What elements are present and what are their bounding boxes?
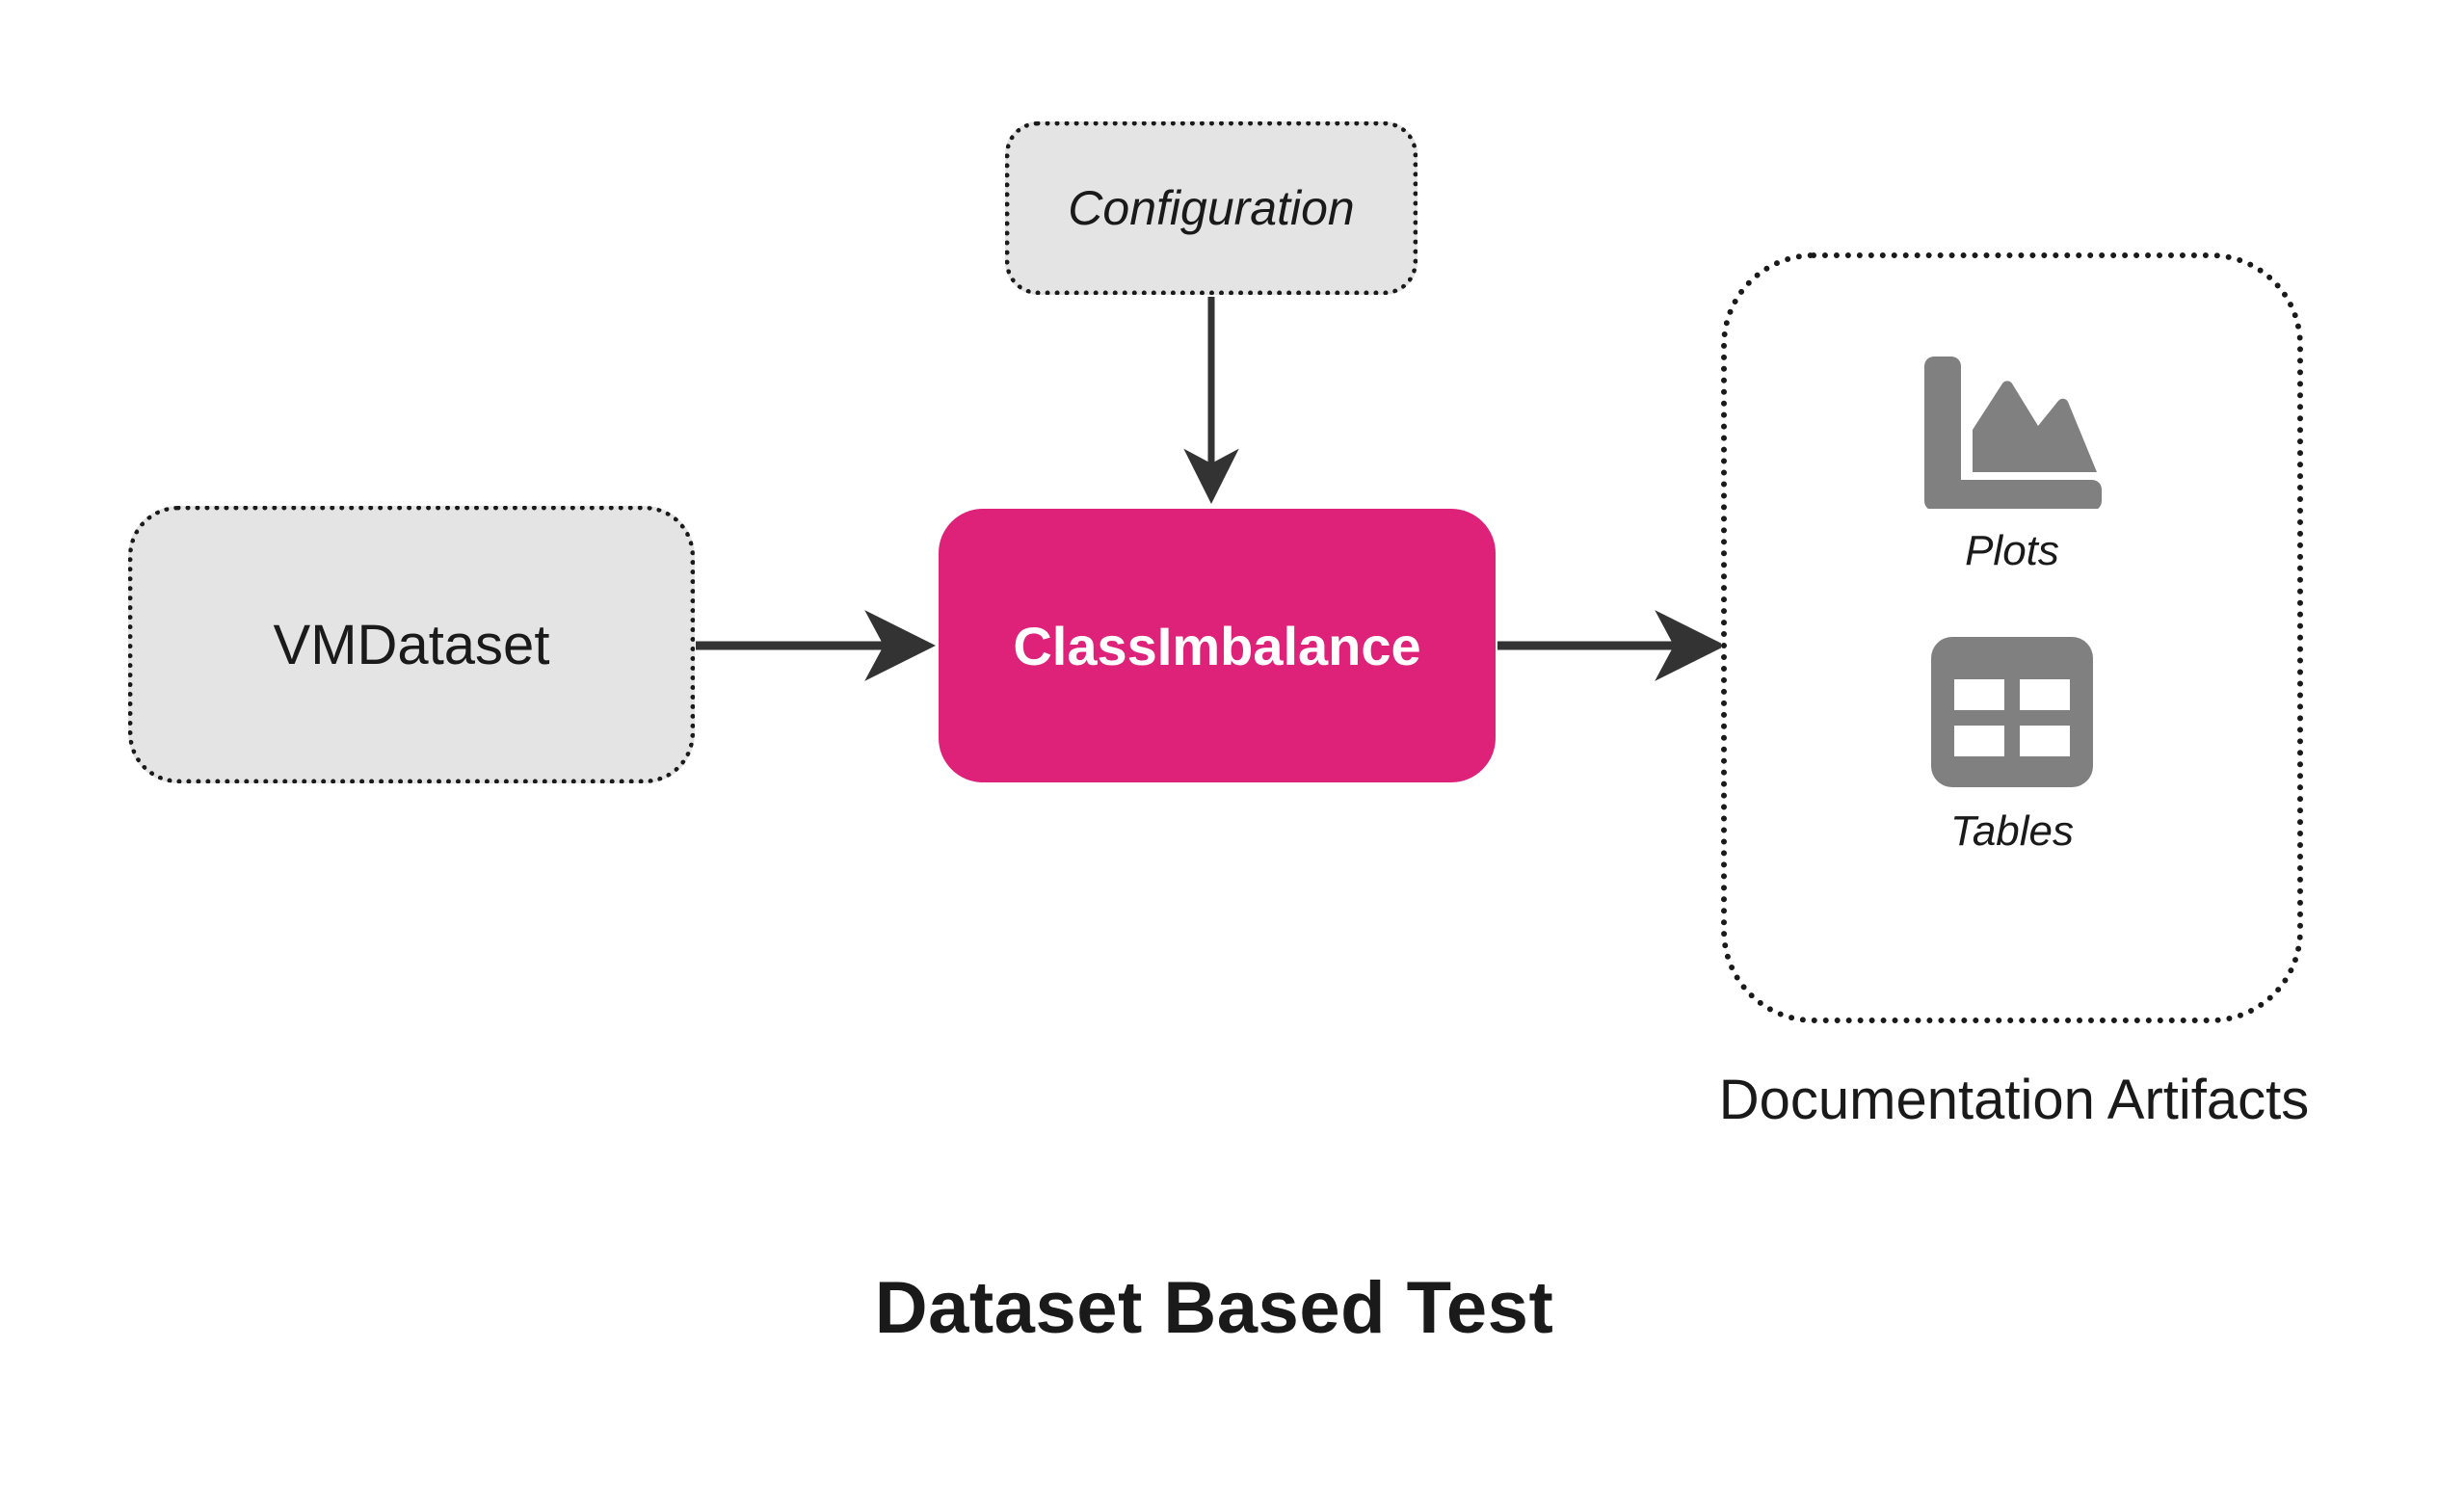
node-classimbalance[interactable]: ClassImbalance bbox=[939, 509, 1496, 782]
diagram-title: Dataset Based Test bbox=[874, 1267, 1554, 1349]
node-vmdataset[interactable]: VMDataset bbox=[128, 506, 695, 783]
artifact-tables-label: Tables bbox=[1949, 807, 2075, 855]
node-classimbalance-label: ClassImbalance bbox=[1013, 615, 1421, 676]
table-grid-icon bbox=[1929, 635, 2095, 794]
artifact-tables[interactable]: Tables bbox=[1929, 635, 2095, 856]
artifacts-panel-caption: Documentation Artifacts bbox=[1718, 1069, 2310, 1131]
artifact-plots[interactable]: Plots bbox=[1921, 355, 2104, 575]
artifact-plots-label: Plots bbox=[1965, 527, 2059, 574]
node-configuration-label: Configuration bbox=[1068, 181, 1355, 235]
area-chart-icon bbox=[1921, 355, 2104, 514]
node-vmdataset-label: VMDataset bbox=[273, 613, 550, 676]
artifacts-panel: Plots Tables bbox=[1721, 252, 2303, 1023]
node-configuration[interactable]: Configuration bbox=[1005, 121, 1417, 295]
